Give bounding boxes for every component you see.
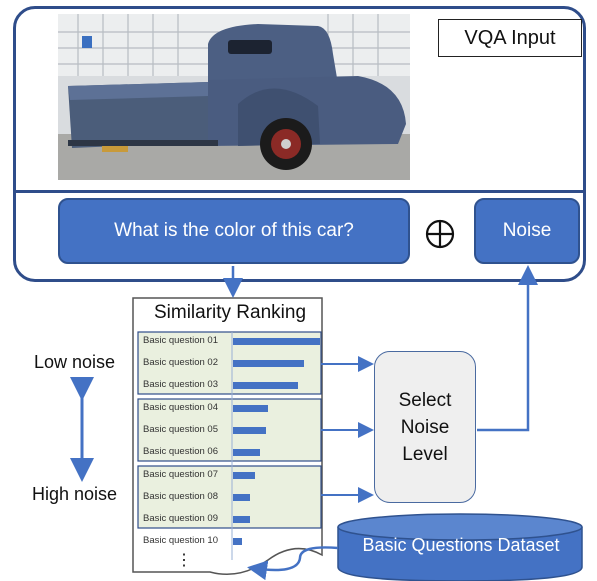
- truck-illustration: [58, 14, 410, 180]
- ranking-row-label: Basic question 07: [143, 469, 218, 480]
- noise-box: Noise: [474, 198, 580, 264]
- ranking-row-label: Basic question 03: [143, 379, 218, 390]
- oplus-icon: [425, 219, 455, 249]
- ranking-row-label: Basic question 04: [143, 402, 218, 413]
- dataset-cylinder: [337, 527, 583, 581]
- similarity-bar: [233, 494, 250, 501]
- select-to-noise-arrow: [477, 265, 538, 432]
- ranking-row-label: Basic question 09: [143, 513, 218, 524]
- ranking-row-label: Basic question 06: [143, 446, 218, 457]
- frame-divider: [15, 190, 584, 193]
- ranking-row-label: Basic question 01: [143, 335, 218, 346]
- ellipsis: ⋮: [176, 552, 192, 569]
- select-line-2: Noise: [400, 416, 450, 438]
- vqa-input-frame: [13, 6, 586, 282]
- similarity-bar: [233, 538, 242, 545]
- similarity-bars: [233, 338, 320, 545]
- ranking-row-label: Basic question 02: [143, 357, 218, 368]
- similarity-bar: [233, 472, 255, 479]
- similarity-bar: [233, 449, 260, 456]
- low-noise-label: Low noise: [34, 352, 116, 372]
- select-line-3: Level: [402, 443, 448, 465]
- truck-photo: [58, 14, 410, 180]
- select-line-1: Select: [398, 389, 452, 411]
- similarity-bar: [233, 382, 298, 389]
- high-noise-label: High noise: [32, 484, 118, 504]
- vqa-input-label: VQA Input: [438, 19, 582, 57]
- group-high-noise: [137, 465, 322, 529]
- ranking-row-label: Basic question 05: [143, 424, 218, 435]
- similarity-bar: [233, 405, 268, 412]
- ranking-row-label: Basic question 10: [143, 535, 218, 546]
- ranking-title: Similarity Ranking: [153, 302, 307, 323]
- dataset-label: Basic Questions Dataset: [362, 535, 560, 555]
- similarity-bar: [233, 338, 320, 345]
- similarity-bar: [233, 516, 250, 523]
- similarity-bar: [233, 360, 304, 367]
- dataset-to-ranking-arrow: [247, 546, 339, 581]
- similarity-bar: [233, 427, 266, 434]
- question-box: What is the color of this car?: [58, 198, 410, 264]
- select-noise-level-box: Select Noise Level: [374, 351, 476, 503]
- ranking-row-label: Basic question 08: [143, 491, 218, 502]
